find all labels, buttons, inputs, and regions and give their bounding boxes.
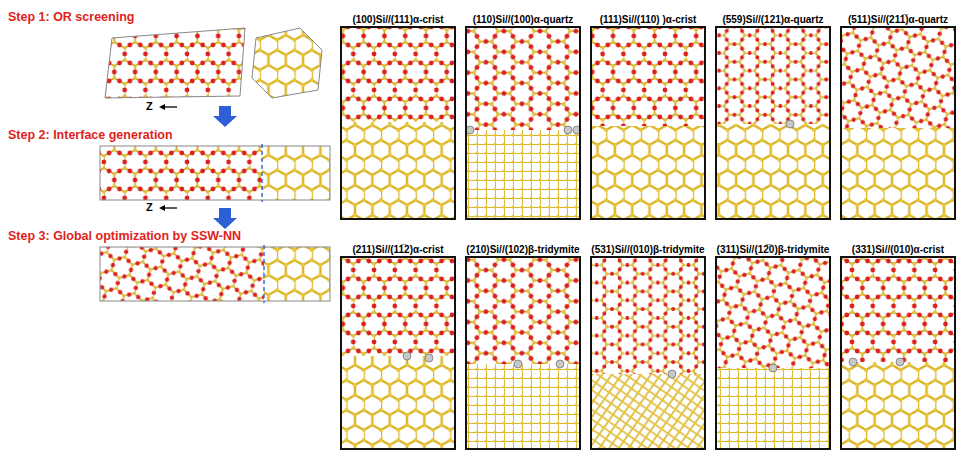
panel-heading: (211)Si//(11̅2)α-crist xyxy=(336,244,460,255)
panel-heading: (100)Si//(111)α-crist xyxy=(336,14,460,25)
panel-structures xyxy=(340,26,956,450)
panel-heading: (311)Si//(12̅0)β-tridymite xyxy=(711,244,835,255)
flow-arrow xyxy=(213,208,237,229)
z-axis-arrow xyxy=(159,104,177,110)
axis-label: Z xyxy=(146,201,153,213)
step-label: Step 1: OR screening xyxy=(8,10,134,24)
step3-cell xyxy=(100,245,330,303)
panel-heading: (210)Si//(102)β-tridymite xyxy=(461,244,585,255)
z-axis-arrow xyxy=(159,205,177,211)
step-label: Step 2: Interface generation xyxy=(8,128,173,142)
structure-panel: (110)Si//(100)α-quartz xyxy=(465,26,581,220)
axis-label: Z xyxy=(146,100,153,112)
panel-heading: (110)Si//(100)α-quartz xyxy=(461,14,585,25)
panel-heading: (511)Si//(211̅)α-quartz xyxy=(836,14,959,25)
structure-panel: (311)Si//(12̅0)β-tridymite xyxy=(715,256,831,450)
panel-heading: (531)Si//(010)β-tridymite xyxy=(586,244,710,255)
structure-panel: (531)Si//(010)β-tridymite xyxy=(590,256,706,450)
structure-panel: (331)Si//(010)α-crist xyxy=(840,256,956,450)
structure-panel: (210)Si//(102)β-tridymite xyxy=(465,256,581,450)
panel-heading: (331)Si//(010)α-crist xyxy=(836,244,959,255)
flow-arrow xyxy=(213,106,237,127)
panel-heading: (111)Si//(110) )α-crist xyxy=(586,14,710,25)
step1-cells xyxy=(105,28,322,98)
structure-panel: (559)Si//(121)α-quartz xyxy=(715,26,831,220)
step-label: Step 3: Global optimization by SSW-NN xyxy=(8,229,241,243)
step2-cell xyxy=(100,144,330,202)
structure-panel: (111)Si//(110) )α-crist xyxy=(590,26,706,220)
structure-panel: (211)Si//(11̅2)α-crist xyxy=(340,256,456,450)
structure-panel: (100)Si//(111)α-crist xyxy=(340,26,456,220)
panel-heading: (559)Si//(121)α-quartz xyxy=(711,14,835,25)
structure-panel: (511)Si//(211̅)α-quartz xyxy=(840,26,956,220)
interface-atoms xyxy=(403,120,904,378)
